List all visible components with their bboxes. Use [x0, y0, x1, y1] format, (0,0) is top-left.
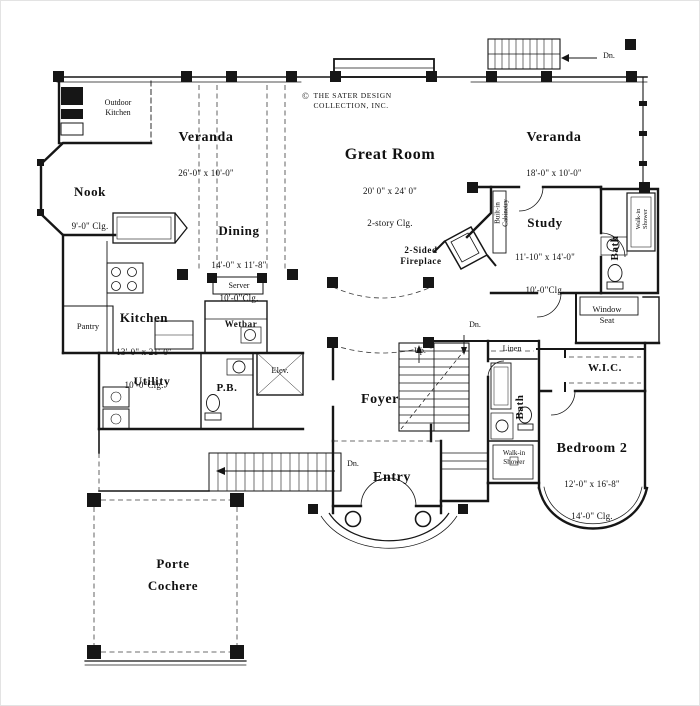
porch-columns: [320, 510, 458, 549]
veranda-left-label: Veranda 26'-0" x 10'-0": [178, 109, 234, 199]
bath-upper-label: Bath: [608, 235, 621, 261]
study-ceiling: 10'-0"Clg.: [525, 284, 565, 295]
built-in-cabinetry-label: Built-in Cabinetry: [493, 199, 509, 227]
great-room-dims: 20' 0" x 24' 0": [362, 186, 418, 196]
veranda-right-dims: 18'-0" x 10'-0": [526, 167, 582, 178]
copyright-notice: © THE SATER DESIGN COLLECTION, INC.: [302, 91, 392, 111]
stairs-down-main-label: Dn.: [469, 320, 481, 329]
dining-name: Dining: [218, 223, 260, 238]
dining-label: Dining 14'-0" x 11'-8" 10'-0"Clg.: [211, 203, 266, 324]
walk-in-shower-upper-label: Walk-in Shower: [634, 208, 649, 230]
study-name: Study: [527, 215, 563, 230]
kitchen-ceiling: 10'-0"Clg.: [124, 379, 164, 390]
server-label: Server: [228, 281, 250, 290]
outdoor-kitchen-label: Outdoor Kitchen: [104, 98, 132, 117]
veranda-left-dims: 26'-0" x 10'-0": [178, 167, 234, 178]
veranda-right-name: Veranda: [526, 130, 582, 145]
bedroom-2-ceiling: 14'-0" Clg.: [571, 510, 613, 521]
bedroom-2-name: Bedroom 2: [556, 441, 628, 456]
bedroom-2-dims: 12'-0" x 16'-8": [564, 478, 620, 489]
walk-in-shower-lower-label: Walk-in Shower: [502, 449, 526, 466]
door-swings: [360, 186, 626, 507]
utility-label: Utility: [133, 374, 171, 388]
wetbar-label: Wetbar: [224, 319, 258, 329]
window-seat-label: Window Seat: [592, 304, 622, 325]
pantry-label: Pantry: [76, 321, 100, 331]
copyright-text: THE SATER DESIGN COLLECTION, INC.: [313, 91, 392, 110]
great-room-name: Great Room: [344, 146, 436, 163]
kitchen-name: Kitchen: [119, 310, 169, 325]
porte-cochere-label: Porte Cochere: [147, 556, 199, 594]
walls-layer: [39, 58, 661, 666]
nook-name: Nook: [73, 184, 107, 199]
bath-fixtures: [102, 236, 628, 440]
veranda-right-label: Veranda 18'-0" x 10'-0": [526, 109, 582, 199]
great-room-ceiling: 2-story Clg.: [367, 218, 413, 229]
study-label: Study 11'-10" x 14'-0" 10'-0"Clg.: [515, 195, 575, 316]
bedroom-2-label: Bedroom 2 12'-0" x 16'-8" 14'-0" Clg.: [557, 420, 628, 542]
bath-lower-label: Bath: [513, 394, 526, 420]
veranda-left-name: Veranda: [178, 130, 234, 145]
elevator-label: Elev.: [271, 365, 289, 375]
nook-ceiling: 9'-0" Clg.: [71, 221, 109, 232]
kitchen-label: Kitchen 13'-0" x 21'-0" 10'-0"Clg.: [116, 290, 172, 411]
foyer-label: Foyer: [361, 392, 399, 407]
dining-ceiling: 10'-0"Clg.: [219, 292, 259, 303]
entry-stairs: [208, 452, 342, 492]
dining-dims: 14'-0" x 11'-8": [211, 260, 267, 271]
linen-label: Linen: [502, 344, 522, 353]
study-dims: 11'-10" x 14'-0": [515, 252, 575, 263]
great-room-label: Great Room 20' 0" x 24' 0" 2-story Clg.: [345, 125, 436, 250]
grill-icon: [60, 122, 84, 136]
stairs-up-label: Up.: [414, 346, 426, 355]
fireplace-icon: [433, 225, 497, 271]
main-stairs: [398, 335, 470, 432]
entry-label: Entry: [373, 470, 411, 485]
columns-layer: [37, 39, 650, 659]
nook-label: Nook 9'-0" Clg.: [72, 164, 109, 253]
dashed-ceiling-lines: [93, 85, 641, 653]
walk-in-closet-label: W.I.C.: [587, 362, 623, 374]
fireplace-label: 2-Sided Fireplace: [400, 245, 442, 267]
stairs-down-rear-label: Dn.: [603, 51, 615, 60]
copyright-symbol: ©: [302, 91, 310, 101]
powder-bath-label: P.B.: [216, 382, 238, 394]
stairs-down-entry-label: Dn.: [347, 459, 359, 468]
kitchen-fixtures: [106, 212, 262, 353]
rear-stairs: [487, 38, 597, 70]
kitchen-dims: 13'-0" x 21'-0": [116, 347, 172, 358]
